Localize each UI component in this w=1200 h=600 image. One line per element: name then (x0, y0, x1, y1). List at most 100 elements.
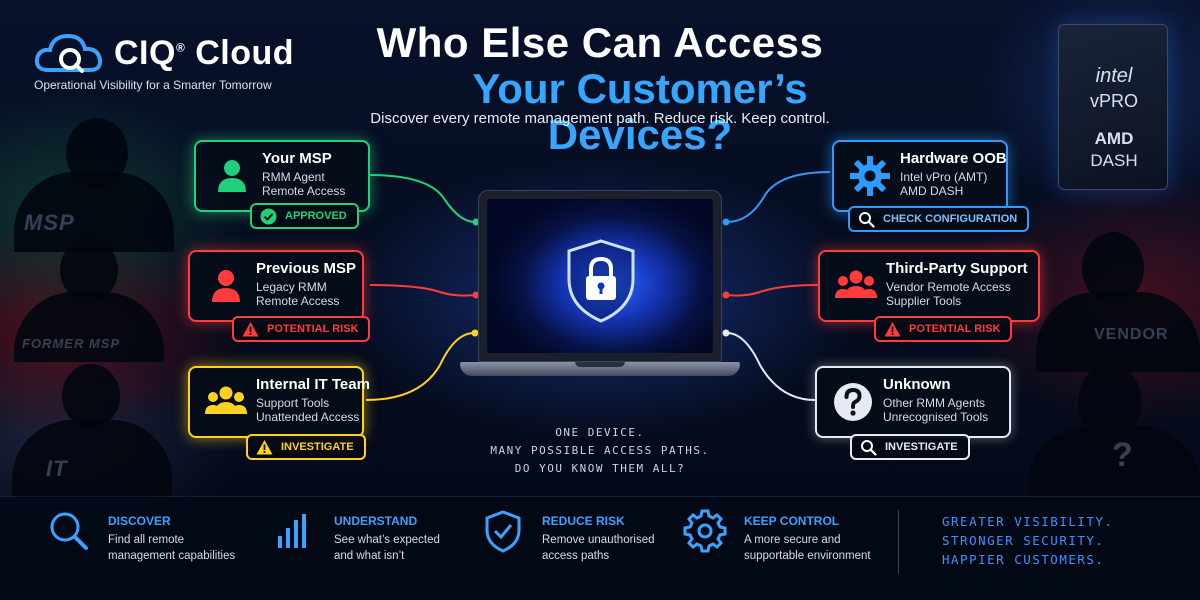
card-title: Hardware OOB (900, 150, 1007, 167)
connector-dot-green (472, 218, 480, 226)
card-line: Support Tools (256, 396, 330, 410)
feature-line: A more secure and (744, 534, 841, 546)
person-icon (218, 160, 246, 192)
ciq-cloud-logo: CIQ® Cloud Operational Visibility for a … (34, 30, 294, 93)
bg-label-msp: MSP (24, 210, 75, 235)
feature-line: See what’s expected (334, 534, 440, 546)
badge-label: CHECK CONFIGURATION (883, 213, 1018, 225)
closing-tagline: GREATER VISIBILITY. STRONGER SECURITY. H… (942, 512, 1114, 569)
divider (898, 510, 899, 574)
group-icon (205, 386, 247, 414)
card-title: Third-Party Support (886, 260, 1028, 277)
badge-potential-risk[interactable]: POTENTIAL RISK (874, 316, 1013, 342)
former-msp-person-silhouette (60, 238, 118, 302)
card-line: Unattended Access (256, 410, 360, 424)
search-icon (859, 211, 875, 228)
connector-dot-red-left (472, 291, 480, 299)
feature-title: KEEP CONTROL (744, 514, 840, 528)
center-line: ONE DEVICE. (555, 426, 645, 439)
feature-line: Find all remote (108, 534, 185, 546)
feature-line: management capabilities (108, 550, 236, 562)
question-icon (834, 383, 872, 421)
search-icon (861, 439, 877, 456)
laptop (460, 190, 740, 405)
dash-text: DASH (1090, 151, 1138, 170)
it-person-silhouette (62, 364, 120, 428)
bg-label-vendor: VENDOR (1094, 326, 1169, 343)
connector-hardware-oob (726, 171, 831, 223)
tagline-line: HAPPIER CUSTOMERS. (942, 552, 1105, 567)
warning-icon (242, 321, 259, 336)
warning-icon (256, 439, 273, 454)
headline: Who Else Can Access Your Customer’s Devi… (300, 20, 900, 158)
tagline-line: STRONGER SECURITY. (942, 533, 1105, 548)
card-third-party-support[interactable]: Third-Party Support Vendor Remote Access… (818, 250, 1040, 322)
badge-label: INVESTIGATE (885, 441, 958, 453)
connector-dot-white (722, 329, 730, 337)
gear-icon (850, 156, 890, 196)
card-previous-msp[interactable]: Previous MSP Legacy RMM Remote Access (188, 250, 364, 322)
badge-check-configuration[interactable]: CHECK CONFIGURATION (848, 206, 1030, 232)
center-message: ONE DEVICE. MANY POSSIBLE ACCESS PATHS. … (460, 424, 740, 478)
former-msp-person-body (14, 292, 164, 362)
badge-potential-risk[interactable]: POTENTIAL RISK (232, 316, 371, 342)
vpro-text: vPRO (1089, 91, 1138, 111)
badge-approved[interactable]: APPROVED (250, 203, 359, 229)
bar-chart-icon (278, 514, 306, 548)
it-person-body (12, 420, 172, 498)
card-your-msp[interactable]: Your MSP RMM Agent Remote Access (194, 140, 370, 212)
card-title: Your MSP (262, 150, 332, 167)
connector-previous-msp (369, 284, 476, 297)
feature-line: supportable environment (744, 550, 871, 562)
card-line: RMM Agent (262, 170, 325, 184)
feature-title: UNDERSTAND (334, 514, 418, 528)
bg-label-former-msp: FORMER MSP (22, 336, 121, 351)
badge-investigate-white[interactable]: INVESTIGATE (850, 434, 970, 460)
headline-line1: Who Else Can Access (376, 19, 824, 66)
unknown-person-body (1028, 426, 1200, 498)
card-unknown[interactable]: Unknown Other RMM Agents Unrecognised To… (815, 366, 1011, 438)
card-line: Intel vPro (AMT) (900, 170, 988, 184)
card-line: Supplier Tools (886, 294, 962, 308)
laptop-screen-frame (478, 190, 722, 362)
shield-check-icon (485, 510, 521, 553)
card-hardware-oob[interactable]: Hardware OOB Intel vPro (AMT) AMD DASH (832, 140, 1008, 212)
brand-name: CIQ (114, 33, 176, 72)
card-internal-it-team[interactable]: Internal IT Team Support Tools Unattende… (188, 366, 370, 438)
search-icon (50, 512, 88, 550)
card-line: AMD DASH (900, 184, 964, 198)
card-title: Unknown (883, 376, 951, 393)
brand-suffix: Cloud (195, 33, 295, 72)
warning-icon (884, 321, 901, 336)
laptop-screen (487, 199, 713, 353)
badge-label: INVESTIGATE (281, 441, 354, 453)
card-title: Internal IT Team (256, 376, 370, 393)
connector-third-party (726, 284, 819, 297)
connector-your-msp (369, 174, 476, 223)
person-icon (212, 270, 240, 302)
logo-title: CIQ® Cloud (114, 34, 294, 73)
bottom-bar (0, 496, 1200, 600)
connector-internal-it (365, 332, 475, 401)
vendor-person-body (1036, 292, 1200, 372)
card-line: Legacy RMM (256, 280, 327, 294)
connector-unknown (726, 332, 816, 401)
gear-icon (683, 509, 727, 553)
check-circle-icon (260, 208, 277, 224)
laptop-base (460, 362, 740, 376)
connector-dot-yellow (471, 329, 479, 337)
feature-title: REDUCE RISK (542, 514, 625, 528)
card-line: Unrecognised Tools (883, 410, 989, 424)
bg-label-it: IT (46, 456, 68, 481)
card-line: Vendor Remote Access (886, 280, 1011, 294)
center-line: DO YOU KNOW THEM ALL? (514, 462, 686, 475)
card-line: Other RMM Agents (883, 396, 986, 410)
bg-question-mark: ? (1112, 436, 1134, 474)
feature-title: DISCOVER (108, 514, 171, 528)
badge-investigate-yellow[interactable]: INVESTIGATE (246, 434, 366, 460)
badge-label: POTENTIAL RISK (267, 323, 359, 335)
intel-logo-text: intel (1095, 65, 1133, 87)
shield-lock-icon (567, 239, 635, 323)
badge-label: POTENTIAL RISK (909, 323, 1001, 335)
